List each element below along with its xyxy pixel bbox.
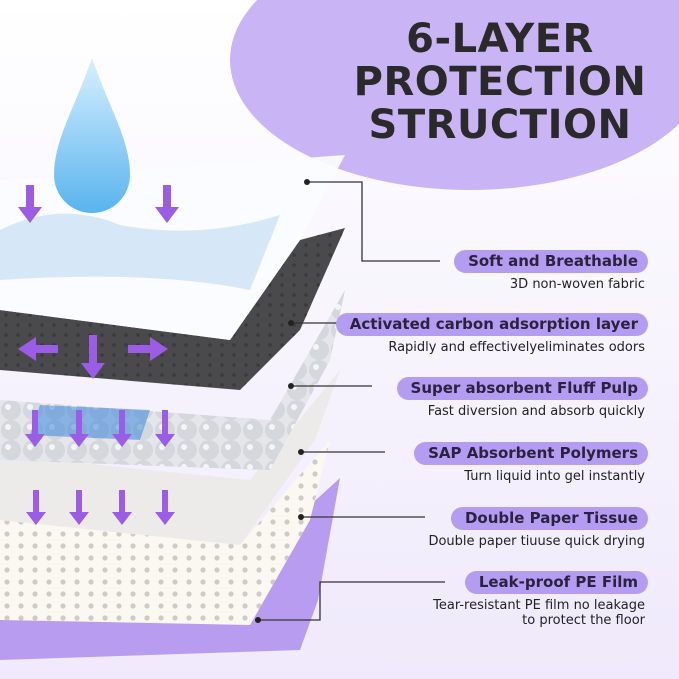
layer-label-pe-film: Leak-proof PE Film Tear-resistant PE fil… — [433, 571, 648, 628]
layer-description: Double paper tiuuse quick drying — [428, 534, 645, 549]
layer-description: Tear-resistant PE film no leakage — [433, 598, 645, 613]
layer-sap — [0, 370, 340, 545]
title-line: STRUCTION — [368, 102, 632, 148]
title-blob — [230, 0, 679, 190]
layer-description: Turn liquid into gel instantly — [464, 469, 645, 484]
layer-name-pill: Leak-proof PE Film — [464, 571, 648, 594]
water-drop-icon — [54, 58, 130, 213]
title-line: PROTECTION — [353, 59, 647, 105]
layer-name-pill: Double Paper Tissue — [450, 507, 648, 530]
layer-name-pill: Soft and Breathable — [454, 250, 648, 273]
layer-name-pill: SAP Absorbent Polymers — [414, 442, 648, 465]
title-line: 6-LAYER — [406, 16, 594, 62]
leader-lines — [258, 181, 445, 621]
layer-description: to protect the floor — [522, 613, 645, 628]
layer-name-pill: Activated carbon adsorption layer — [335, 313, 648, 336]
flow-arrows — [18, 185, 179, 525]
layer-name-pill: Super absorbent Fluff Pulp — [396, 377, 648, 400]
layer-label-sap: SAP Absorbent Polymers Turn liquid into … — [414, 442, 648, 484]
layer-label-soft: Soft and Breathable 3D non-woven fabric — [454, 250, 648, 292]
page-title: 6-LAYER PROTECTION STRUCTION — [330, 18, 670, 147]
layer-label-carbon: Activated carbon adsorption layer Rapidl… — [335, 313, 648, 355]
layer-description: Fast diversion and absorb quickly — [427, 404, 645, 419]
layer-description: Rapidly and effectivelyeliminates odors — [388, 340, 645, 355]
layer-description: 3D non-woven fabric — [509, 277, 645, 292]
layer-label-tissue: Double Paper Tissue Double paper tiuuse … — [428, 507, 648, 549]
layer-label-fluff: Super absorbent Fluff Pulp Fast diversio… — [396, 377, 648, 419]
